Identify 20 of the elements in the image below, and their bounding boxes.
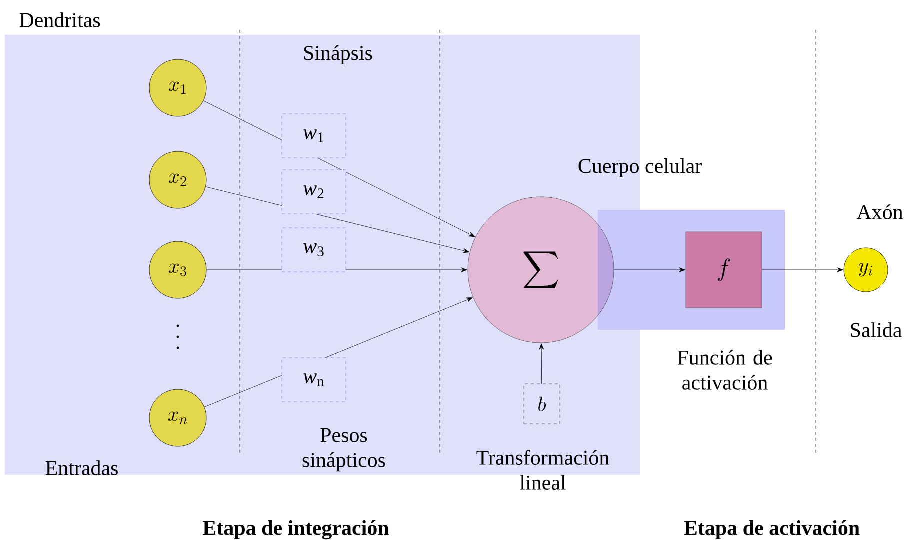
weight-box: w$_{n}$ — [282, 358, 346, 402]
label: Pesos sinápticos — [302, 428, 386, 472]
label: Axón — [856, 204, 904, 220]
weight-box: w$_{2}$ — [282, 170, 346, 214]
label: Cuerpo celular — [578, 158, 702, 178]
label: Sinápsis — [304, 45, 372, 65]
label: Entradas — [46, 460, 118, 476]
arrow — [539, 344, 544, 384]
arrow — [614, 268, 686, 272]
function-box: $f$ — [686, 232, 762, 308]
label: Dendritas — [20, 12, 100, 28]
label: Salida — [851, 322, 902, 338]
weight-box: w$_{3}$ — [282, 228, 346, 272]
bias-box: $b$ — [524, 384, 560, 424]
label: Etapa de activación — [684, 520, 860, 540]
arrow — [762, 268, 844, 272]
weight-box: w$_{1}$ — [282, 114, 346, 158]
label: Transformación lineal — [476, 450, 610, 490]
label: Etapa de integración — [203, 520, 390, 540]
label: Función de activación — [678, 350, 772, 390]
